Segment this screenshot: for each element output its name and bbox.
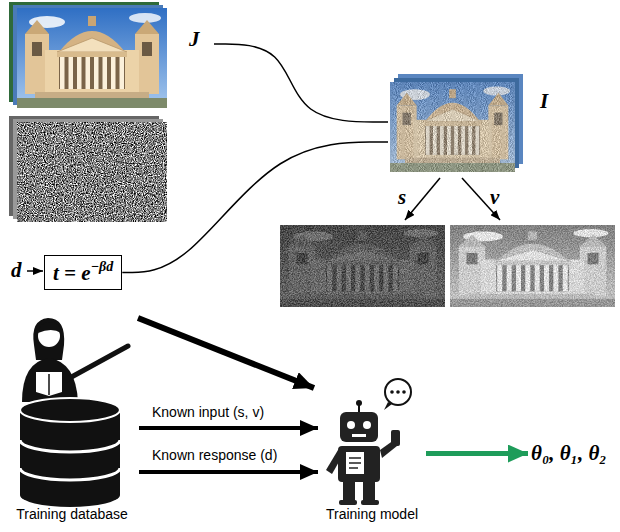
depth-noise-stack-part bbox=[17, 122, 167, 222]
robot-icon-part bbox=[390, 390, 394, 394]
parameter-node: θ₀, θ₁, θ₂ bbox=[528, 440, 610, 467]
connector bbox=[426, 451, 528, 456]
guidance-arrow bbox=[138, 318, 314, 388]
robot-icon-part bbox=[385, 379, 411, 405]
robot-icon-part bbox=[343, 482, 355, 502]
hazy-image-stack bbox=[390, 74, 523, 172]
saturation-map-part bbox=[280, 225, 445, 307]
edge-label: Known input (s, v) bbox=[150, 404, 266, 421]
parameter-text: θ₀, θ₁, θ₂ bbox=[531, 441, 607, 465]
robot-icon-part bbox=[347, 421, 355, 429]
database-icon-part bbox=[20, 440, 120, 452]
robot-icon-part bbox=[356, 400, 362, 406]
hazy-image-stack-part-part bbox=[390, 82, 515, 172]
robot-icon-part bbox=[338, 446, 380, 482]
robot-icon-part bbox=[349, 462, 361, 464]
depth-noise-stack bbox=[9, 116, 167, 222]
depth-arrow bbox=[27, 270, 43, 272]
robot-icon-part bbox=[349, 467, 358, 469]
image-symbol: I bbox=[540, 90, 548, 113]
clear-image-stack bbox=[9, 2, 167, 108]
connector bbox=[214, 44, 388, 122]
robot-icon-part bbox=[391, 430, 400, 446]
teacher-icon-part bbox=[48, 374, 50, 395]
robot-icon-part bbox=[339, 500, 357, 505]
connector bbox=[122, 142, 388, 273]
image-symbol: J bbox=[189, 28, 200, 51]
node-caption: Training database bbox=[5, 506, 139, 523]
robot-icon-part bbox=[346, 452, 364, 474]
clear-image-stack-part bbox=[17, 8, 167, 108]
database-node: Training database bbox=[5, 396, 139, 527]
robot-icon-part bbox=[363, 421, 371, 429]
transmission-box: t = e−βd bbox=[44, 255, 122, 290]
hazy-image-node: I bbox=[388, 76, 560, 176]
value-map-part bbox=[450, 225, 615, 307]
value-map-part-part bbox=[450, 225, 615, 307]
teacher-icon bbox=[22, 318, 128, 402]
channel-symbol: s bbox=[398, 186, 406, 209]
database-icon bbox=[20, 398, 120, 507]
database-icon-part bbox=[20, 398, 120, 422]
model-node: Training model bbox=[318, 380, 426, 527]
robot-icon-part bbox=[326, 450, 340, 474]
value-map bbox=[450, 225, 615, 307]
edge-label: Known response (d) bbox=[150, 447, 279, 464]
saturation-map bbox=[280, 225, 445, 307]
connector bbox=[139, 426, 318, 430]
node-caption: Training model bbox=[318, 506, 426, 523]
robot-icon-part bbox=[396, 390, 400, 394]
depth-symbol: d bbox=[11, 259, 22, 282]
robot-icon-part bbox=[352, 434, 366, 437]
split-arrow bbox=[462, 178, 500, 220]
split-arrow bbox=[405, 178, 440, 220]
saturation-map-part-part bbox=[280, 225, 445, 307]
saturation-map-part bbox=[280, 225, 445, 307]
formula-exponent: −βd bbox=[91, 259, 114, 274]
robot-icon-part bbox=[402, 390, 406, 394]
channel-symbol: v bbox=[490, 186, 499, 209]
teacher-icon-part bbox=[38, 322, 61, 333]
database-icon-part bbox=[20, 398, 120, 507]
teacher-icon-part bbox=[33, 318, 64, 360]
hazy-image-stack-part-part bbox=[390, 82, 515, 172]
connector bbox=[139, 470, 318, 474]
hazy-image-stack-part bbox=[390, 82, 515, 172]
formula-base: t = e bbox=[53, 261, 91, 285]
value-map-part bbox=[450, 225, 615, 307]
teacher-icon-part bbox=[36, 372, 62, 396]
clear-image-node: J bbox=[9, 2, 214, 110]
teacher-icon-part bbox=[66, 346, 128, 380]
robot-icon-part bbox=[340, 412, 378, 442]
robot-icon-part bbox=[384, 402, 392, 410]
robot-icon bbox=[326, 379, 411, 505]
hazy-image-stack-part-part bbox=[390, 82, 515, 172]
robot-icon-part bbox=[349, 457, 361, 459]
robot-icon-part bbox=[361, 500, 379, 505]
database-icon-part bbox=[20, 468, 120, 480]
robot-icon-part bbox=[363, 482, 375, 502]
